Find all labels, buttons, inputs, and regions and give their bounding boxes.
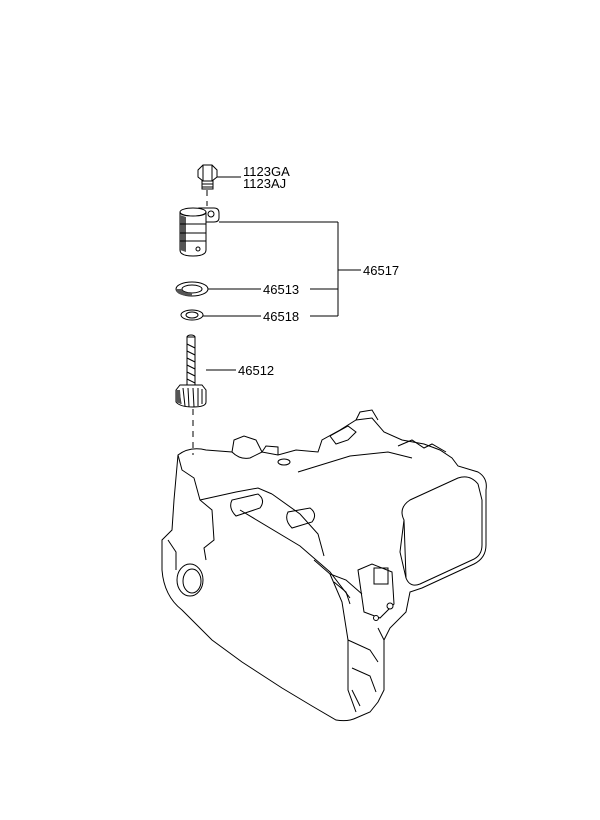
driven-gear-part[interactable]: [175, 334, 207, 408]
label-assembly-46517: 46517: [363, 263, 399, 278]
transaxle-housing: [161, 409, 487, 722]
leader-lines: [203, 176, 361, 371]
speedometer-sleeve-part[interactable]: [179, 207, 220, 257]
label-bolt-1123aj: 1123AJ: [243, 176, 286, 191]
oring-large-part[interactable]: [175, 281, 209, 297]
label-gear-46512: 46512: [238, 363, 274, 378]
label-oring-46513: 46513: [263, 282, 299, 297]
bolt-part[interactable]: [197, 164, 218, 190]
label-bolt-1123ga: 1123GA: [243, 164, 290, 179]
label-oring-46518: 46518: [263, 309, 299, 324]
oring-small-part[interactable]: [180, 309, 204, 321]
